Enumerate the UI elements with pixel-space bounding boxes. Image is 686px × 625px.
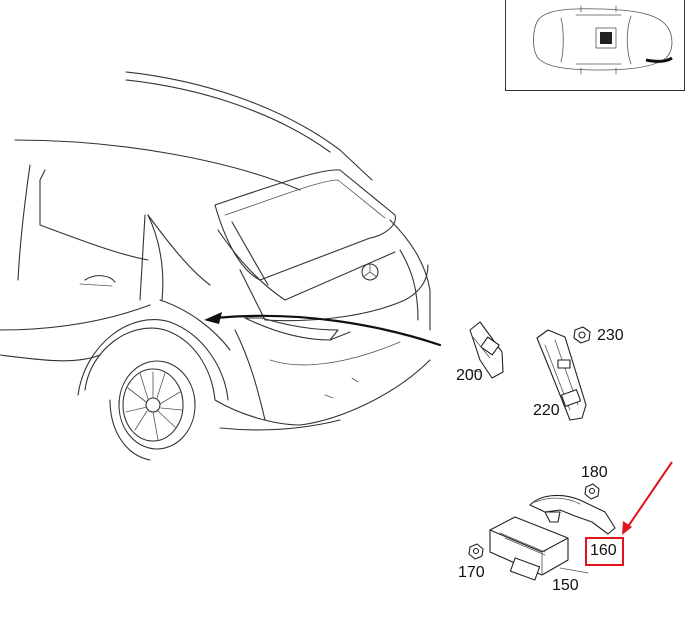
car-top-view-icon bbox=[533, 5, 673, 75]
callout-arrowhead bbox=[622, 521, 632, 535]
leader-150 bbox=[559, 567, 589, 574]
part-label-160[interactable]: 160 bbox=[590, 542, 617, 559]
part-150-control-unit[interactable] bbox=[489, 516, 569, 581]
part-label-220[interactable]: 220 bbox=[533, 402, 560, 419]
location-inset bbox=[505, 0, 685, 91]
callout-highlight-box bbox=[585, 537, 624, 566]
part-label-170[interactable]: 170 bbox=[458, 564, 485, 581]
part-230-nut[interactable] bbox=[573, 326, 591, 344]
part-170-nut[interactable] bbox=[468, 543, 484, 560]
part-200-switch[interactable] bbox=[469, 321, 504, 379]
part-label-180[interactable]: 180 bbox=[581, 464, 608, 481]
part-label-230[interactable]: 230 bbox=[597, 327, 624, 344]
part-160-bracket[interactable] bbox=[529, 494, 616, 535]
part-label-150[interactable]: 150 bbox=[552, 577, 579, 594]
part-180-nut[interactable] bbox=[584, 483, 600, 500]
part-label-200[interactable]: 200 bbox=[456, 367, 483, 384]
callout-arrow bbox=[626, 461, 673, 529]
part-220-module[interactable] bbox=[536, 329, 587, 421]
leader-200 bbox=[468, 369, 481, 373]
